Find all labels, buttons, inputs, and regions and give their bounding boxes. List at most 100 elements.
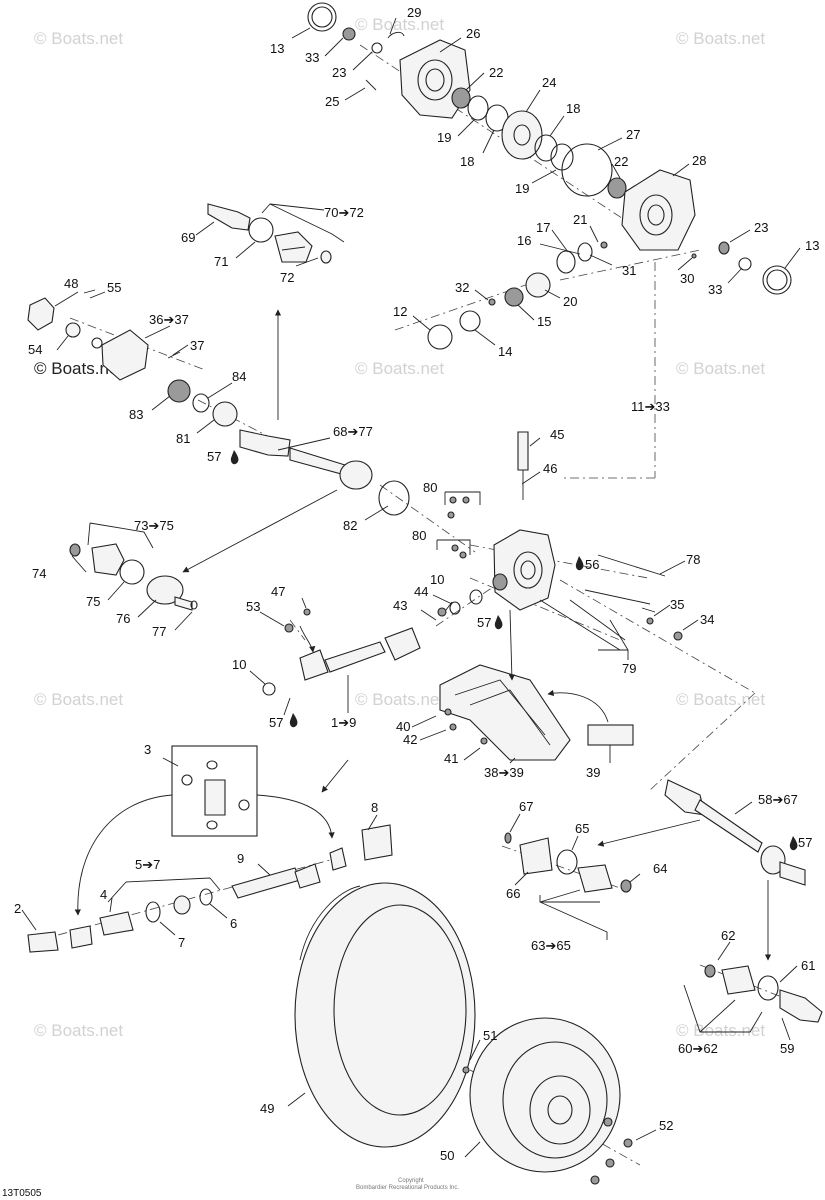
callout-66: 66 — [506, 886, 520, 901]
callout-47: 47 — [271, 584, 285, 599]
left-hub-parts — [27, 289, 238, 427]
callout-79: 79 — [622, 661, 636, 676]
callout-67: 67 — [519, 799, 533, 814]
callout-19: 19 — [515, 181, 529, 196]
callout-56: 56 — [585, 557, 599, 572]
callout-50: 50 — [440, 1148, 454, 1163]
callout-22: 22 — [614, 154, 628, 169]
skid-plate — [439, 664, 634, 761]
lubricant-icons — [230, 450, 798, 851]
callout-10: 10 — [430, 572, 444, 587]
callout-33: 33 — [305, 50, 319, 65]
watermark-text: © Boats.net — [34, 690, 123, 709]
callout-46: 46 — [543, 461, 557, 476]
callout-1-9: 1➔9 — [331, 715, 356, 730]
watermark-text: © Boats.net — [355, 359, 444, 378]
callout-7: 7 — [178, 935, 185, 950]
callout-77: 77 — [152, 624, 166, 639]
callout-64: 64 — [653, 861, 667, 876]
watermark-text: © Boats.net — [34, 1021, 123, 1040]
callout-18: 18 — [460, 154, 474, 169]
callout-39: 39 — [586, 765, 600, 780]
leader-lines — [21, 17, 801, 1158]
callout-57: 57 — [798, 835, 812, 850]
figure-code: 13T0505 — [2, 1188, 42, 1199]
callout-54: 54 — [28, 342, 42, 357]
callout-33: 33 — [708, 282, 722, 297]
oil-drop-icon — [289, 713, 298, 728]
callout-labels: 13 33 23 25 29 26 22 24 18 19 18 27 22 2… — [14, 5, 819, 1163]
callout-72: 72 — [280, 270, 294, 285]
callout-53: 53 — [246, 599, 260, 614]
half-shaft-right — [504, 779, 823, 1023]
callout-38-39: 38➔39 — [484, 765, 524, 780]
callout-45: 45 — [550, 427, 564, 442]
callout-75: 75 — [86, 594, 100, 609]
callout-60-62: 60➔62 — [678, 1041, 718, 1056]
callout-30: 30 — [680, 271, 694, 286]
oil-drop-icon — [494, 615, 503, 630]
callout-26: 26 — [466, 26, 480, 41]
callout-57: 57 — [207, 449, 221, 464]
callout-44: 44 — [414, 584, 428, 599]
callout-82: 82 — [343, 518, 357, 533]
callout-19: 19 — [437, 130, 451, 145]
callout-70-72: 70➔72 — [324, 205, 364, 220]
callout-57: 57 — [477, 615, 491, 630]
callout-73-75: 73➔75 — [134, 518, 174, 533]
oil-drop-icon — [575, 556, 584, 571]
watermark-text: © Boats.net — [34, 29, 123, 48]
callout-42: 42 — [403, 732, 417, 747]
callout-51: 51 — [483, 1028, 497, 1043]
callout-32: 32 — [455, 280, 469, 295]
callout-28: 28 — [692, 153, 706, 168]
callout-59: 59 — [780, 1041, 794, 1056]
callout-36-37: 36➔37 — [149, 312, 189, 327]
callout-25: 25 — [325, 94, 339, 109]
callout-31: 31 — [622, 263, 636, 278]
callout-15: 15 — [537, 314, 551, 329]
callout-18: 18 — [566, 101, 580, 116]
callout-27: 27 — [626, 127, 640, 142]
boot-kit-upper — [207, 203, 332, 264]
callout-81: 81 — [176, 431, 190, 446]
callout-62: 62 — [721, 928, 735, 943]
callout-5-7: 5➔7 — [135, 857, 160, 872]
callout-78: 78 — [686, 552, 700, 567]
oil-drop-icon — [230, 450, 239, 465]
callout-3: 3 — [144, 742, 151, 757]
differential-housing — [437, 431, 683, 651]
callout-55: 55 — [107, 280, 121, 295]
callout-24: 24 — [542, 75, 556, 90]
footer: 13T0505 Copyright Bombardier Recreationa… — [2, 1178, 459, 1199]
callout-69: 69 — [181, 230, 195, 245]
callout-23: 23 — [332, 65, 346, 80]
copyright-line: Copyright — [398, 1178, 424, 1184]
callout-61: 61 — [801, 958, 815, 973]
callout-20: 20 — [563, 294, 577, 309]
callout-71: 71 — [214, 254, 228, 269]
cv-joint-kit — [69, 543, 198, 611]
callout-10: 10 — [232, 657, 246, 672]
callout-48: 48 — [64, 276, 78, 291]
callout-12: 12 — [393, 304, 407, 319]
propeller-shaft — [27, 608, 421, 953]
callout-83: 83 — [129, 407, 143, 422]
callout-63-65: 63➔65 — [531, 938, 571, 953]
watermark-text: © Boats.net — [676, 1021, 765, 1040]
callout-6: 6 — [230, 916, 237, 931]
callout-41: 41 — [444, 751, 458, 766]
callout-14: 14 — [498, 344, 512, 359]
half-shaft-left — [239, 429, 410, 516]
callout-80: 80 — [423, 480, 437, 495]
callout-23: 23 — [754, 220, 768, 235]
callout-74: 74 — [32, 566, 46, 581]
callout-43: 43 — [393, 598, 407, 613]
callout-17: 17 — [536, 220, 550, 235]
callout-29: 29 — [407, 5, 421, 20]
callout-22: 22 — [489, 65, 503, 80]
callout-4: 4 — [100, 887, 107, 902]
callout-76: 76 — [116, 611, 130, 626]
watermark-text: © Boats.net — [676, 29, 765, 48]
